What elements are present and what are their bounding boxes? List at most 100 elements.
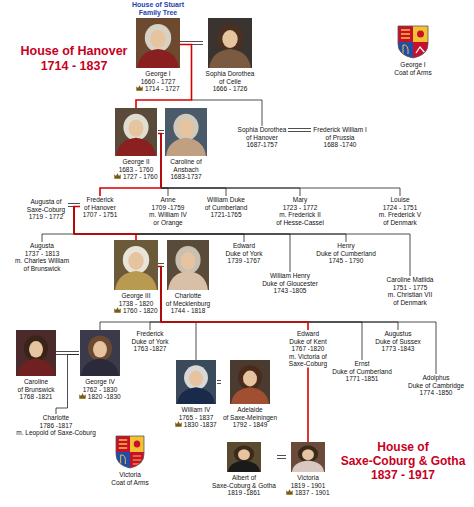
shield-outline	[116, 436, 144, 468]
portrait	[167, 240, 209, 290]
portrait-hair	[123, 114, 148, 141]
reign-line: 1760 - 1820	[114, 307, 158, 315]
line-spacer	[211, 474, 227, 481]
arms-lions	[119, 440, 127, 448]
line-spacer	[145, 471, 152, 478]
person-name: Sophia Dorothea of Hanover	[236, 126, 288, 141]
life-dates: 1666 - 1726	[203, 85, 257, 93]
person-node: Edward Duke of Kent1767 -1820m. Victoria…	[285, 330, 331, 368]
line-spacer	[50, 378, 56, 385]
line-spacer	[260, 272, 266, 279]
reign-dates: 1837 - 1901	[295, 489, 330, 496]
life-dates: 1771 -1851	[331, 375, 393, 383]
portrait-ground	[230, 360, 270, 404]
person-node: Frederick Duke of York1763 -1827	[129, 330, 171, 353]
portrait-hair	[123, 246, 149, 274]
person-name: Adolphus Duke of Cambridge	[406, 374, 466, 389]
life-dates: 1786 -1817	[14, 422, 98, 430]
portrait-node: Caroline of Brunswick1768 -1821	[16, 330, 56, 401]
person-name: Caroline of Ansbach	[164, 158, 208, 173]
line-spacer	[391, 61, 397, 68]
person-name: Frederick William I of Prussia	[311, 126, 369, 141]
marriage-note: m. Victoria of Saxe-Coburg	[285, 353, 331, 368]
person-name: William Duke of Cumberland	[202, 196, 250, 211]
crown-shape	[176, 421, 182, 427]
line-spacer	[223, 242, 228, 249]
portrait	[136, 18, 180, 68]
person-name: Henry Duke of Cumberland	[315, 242, 377, 257]
life-dates: 1724 - 1751	[377, 204, 423, 212]
line-spacer	[108, 471, 115, 478]
descent-line	[56, 355, 79, 415]
portrait-node: George I1660 - 17271714 - 1727	[136, 18, 180, 93]
portrait-face	[181, 252, 196, 270]
portrait-body	[137, 49, 179, 68]
descent-line	[158, 134, 400, 197]
reign-dates: 1714 - 1727	[145, 85, 180, 92]
portrait-face	[222, 30, 237, 48]
arms-lions	[401, 30, 410, 38]
person-name: Augusta	[13, 242, 71, 250]
crown-shape	[80, 393, 86, 399]
portrait-hair	[173, 114, 198, 141]
diagram-title: House of Hanover 1714 - 1837	[18, 44, 130, 74]
arms-quarter	[398, 26, 413, 42]
portrait-body	[177, 387, 215, 404]
marriage-note: m. Frederick II of Hesse-Cassel	[274, 211, 326, 226]
life-dates: 1819 - 1901	[286, 482, 330, 490]
life-dates: 1774 -1850	[406, 389, 466, 397]
marriage-note: m. Frederick V of Denmark	[377, 211, 423, 226]
person-node: Frederick William I of Prussia1688 -1740	[311, 126, 369, 149]
line-spacer	[374, 330, 380, 337]
marriage-line	[277, 456, 286, 459]
portrait-body	[231, 387, 269, 404]
arms-quarter	[130, 436, 144, 452]
line-spacer	[416, 330, 422, 337]
portrait	[80, 330, 120, 376]
person-node: Ernst Duke of Cumberland1771 -1851	[331, 360, 393, 383]
person-name: Frederick of Hanover	[80, 196, 120, 211]
marriage-line	[217, 381, 221, 384]
line-spacer	[315, 242, 331, 249]
reign-dates: 1727 - 1760	[123, 173, 158, 180]
line-spacer	[221, 406, 235, 413]
life-dates: 1745 - 1790	[315, 257, 377, 265]
link-label: House of Stuart Family Tree	[128, 1, 188, 17]
line-spacer	[314, 272, 320, 279]
person-name: Ernst Duke of Cumberland	[331, 360, 393, 375]
portrait-ground	[136, 18, 180, 68]
arms-quarter	[116, 436, 130, 452]
person-name: Victoria	[286, 474, 330, 482]
line-spacer	[274, 211, 278, 218]
person-name: Edward Duke of Kent	[285, 330, 331, 345]
life-dates: 1738 - 1820	[114, 300, 158, 308]
portrait-ground	[167, 240, 209, 290]
person-name: Mary	[274, 196, 326, 204]
portrait-node: George II1683 - 17601727 - 1760	[114, 108, 158, 181]
line-spacer	[246, 196, 250, 203]
portrait-body	[228, 461, 260, 472]
crown-shape	[115, 307, 121, 313]
portrait-face	[29, 341, 43, 358]
line-spacer	[16, 378, 22, 385]
person-name: George II	[114, 158, 158, 166]
label-box: House of Saxe-Coburg & Gotha 1837 - 1917	[338, 440, 468, 482]
life-dates: 1688 -1740	[311, 141, 369, 149]
portrait-ground	[16, 330, 56, 376]
descent-line	[74, 207, 346, 243]
succession-line	[136, 45, 192, 109]
portrait-face	[189, 371, 203, 387]
person-name: Charlotte	[14, 414, 98, 422]
portrait-node: Victoria1819 - 19011837 - 1901	[286, 442, 330, 497]
portrait-node: Sophia Dorothea of Celle1666 - 1726	[203, 18, 257, 93]
life-dates: 1767 -1820	[285, 345, 331, 353]
portrait-node: Albert of Saxe-Coburg & Gotha1819 -1861	[211, 442, 277, 497]
arms-harp	[121, 455, 126, 465]
person-name: Charlotte of Mecklenburg	[164, 292, 212, 307]
person-name: Anne	[147, 196, 189, 204]
portrait-hair	[145, 24, 171, 52]
person-name: George I	[136, 70, 180, 78]
portrait	[16, 330, 56, 376]
life-dates: 1763 -1827	[129, 345, 171, 353]
descent-line	[158, 267, 362, 361]
